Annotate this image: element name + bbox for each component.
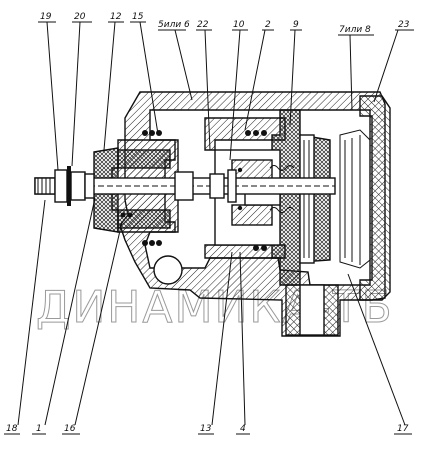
label-19: 19 <box>40 12 52 22</box>
label-23: 23 <box>398 20 410 30</box>
inlet-port <box>153 255 183 285</box>
label-18: 18 <box>6 424 18 434</box>
label-4: 4 <box>240 424 246 434</box>
label-7or8: 7или 8 <box>339 25 371 35</box>
spindle-nut <box>174 171 194 201</box>
label-22: 22 <box>197 20 209 30</box>
label-9: 9 <box>293 20 299 30</box>
label-2: 2 <box>265 20 271 30</box>
label-15: 15 <box>132 12 144 22</box>
second-nut <box>70 171 86 201</box>
label-5or6: 5или 6 <box>158 20 190 30</box>
gland-bushing-low <box>117 209 171 229</box>
label-10: 10 <box>233 20 245 30</box>
label-20: 20 <box>74 12 86 22</box>
spring <box>269 165 295 213</box>
label-16: 16 <box>64 424 76 434</box>
inner-sleeve <box>204 117 286 151</box>
label-1: 1 <box>36 424 42 434</box>
label-12: 12 <box>110 12 122 22</box>
gland-bushing <box>117 149 171 169</box>
label-17: 17 <box>397 424 409 434</box>
o-rings <box>120 130 267 251</box>
piston-white-strip <box>299 134 315 264</box>
right-cover <box>359 95 391 301</box>
leader-lines <box>17 21 406 426</box>
inner-sleeve-bottom <box>204 244 286 259</box>
label-13: 13 <box>200 424 212 434</box>
cover-inner <box>339 129 371 269</box>
lock-nut <box>54 169 68 203</box>
washer <box>67 166 71 206</box>
